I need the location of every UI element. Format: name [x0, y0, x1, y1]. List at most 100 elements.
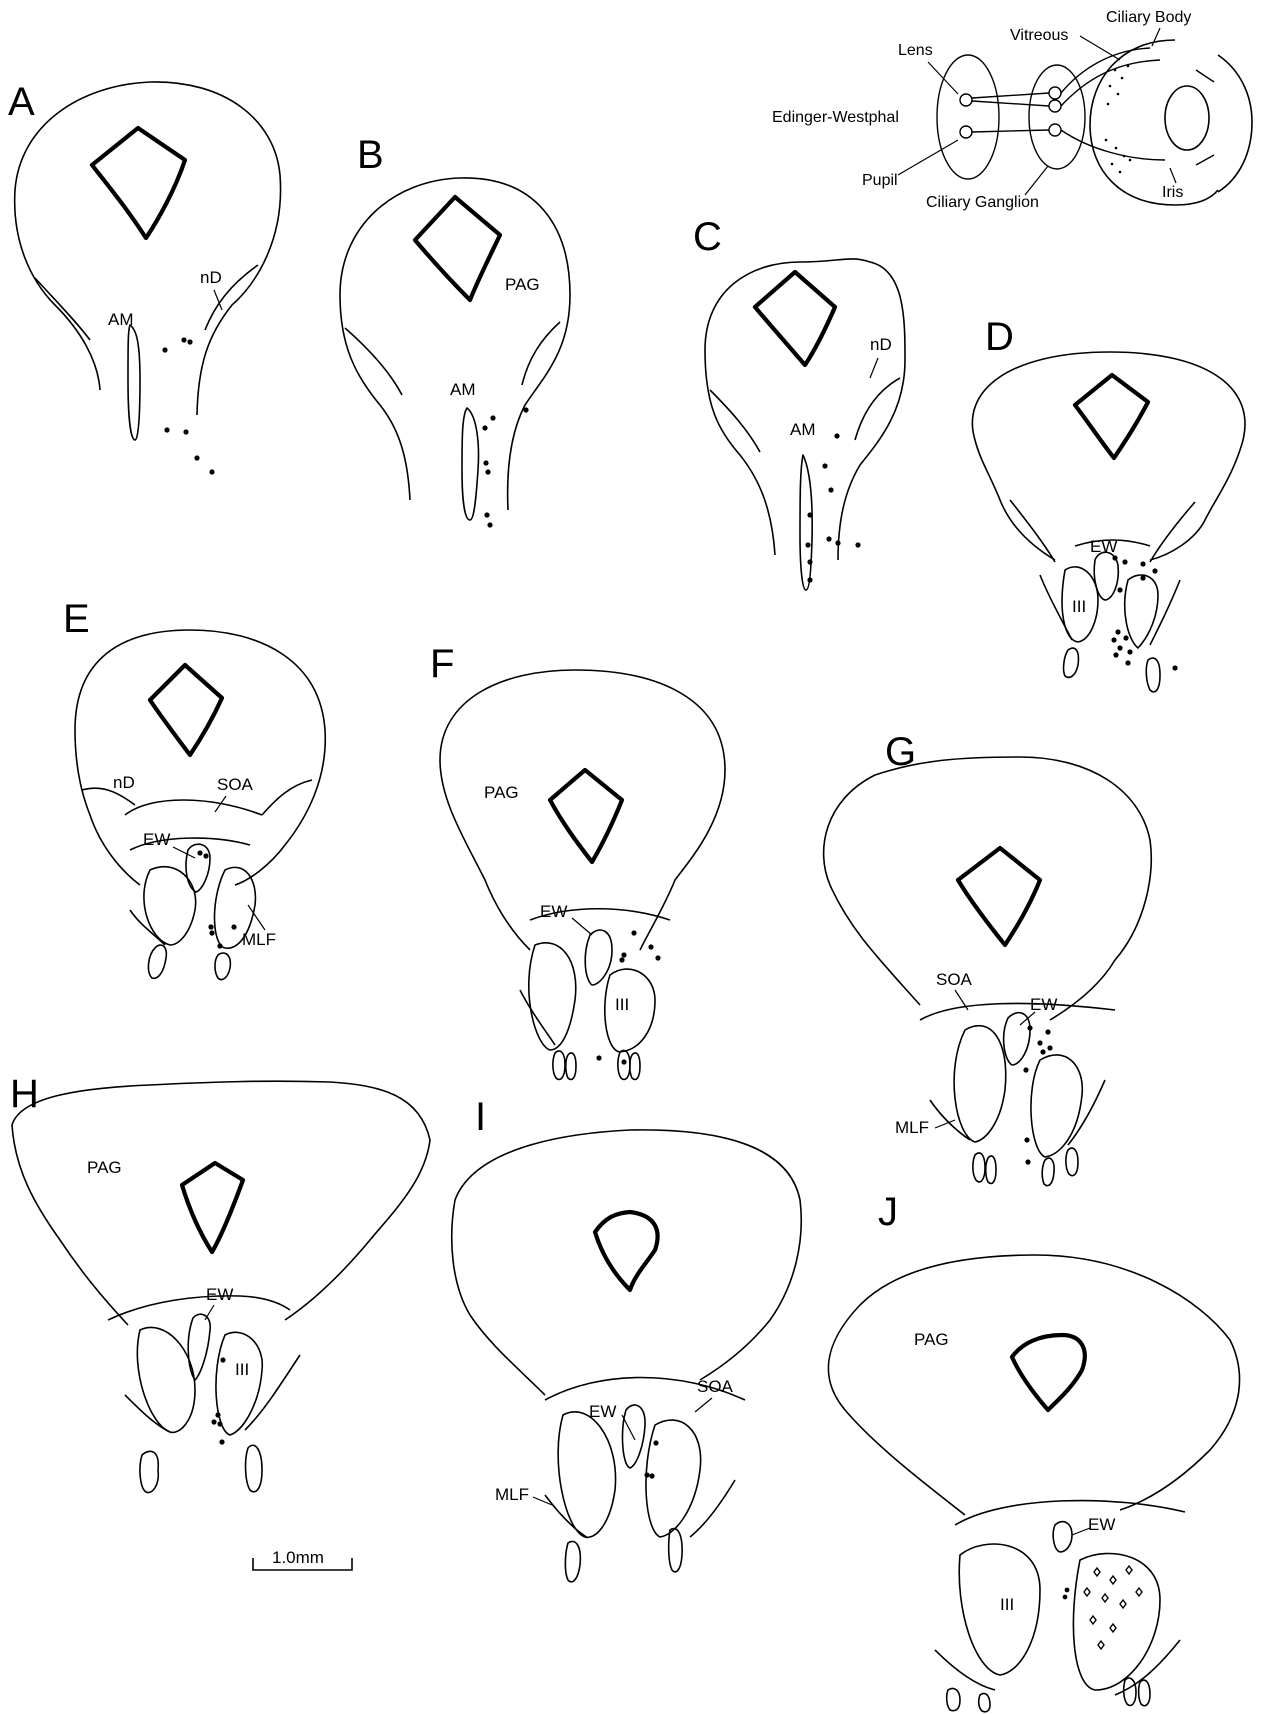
panel-c-nd-label: nD — [870, 335, 892, 354]
ganglion-node-3 — [1049, 124, 1061, 136]
ciliary-body-arrow — [1152, 28, 1160, 46]
panel-h-ew-arrow — [205, 1305, 214, 1320]
panel-g-outline — [824, 757, 1152, 1020]
eyeball-outline — [1090, 40, 1218, 205]
panel-c-aqueduct — [755, 272, 835, 365]
panel-j-outline — [828, 1255, 1239, 1515]
panel-a-nd-label: nD — [200, 268, 222, 287]
panel-e-labeled-cells — [197, 850, 236, 948]
panel-d-right-rootlet — [1146, 658, 1160, 692]
pupil-label: Pupil — [862, 172, 898, 189]
panel-e-right-rootlet — [215, 953, 230, 979]
panel-b-left-nd — [345, 328, 402, 395]
panel-a-letter: A — [8, 80, 35, 124]
panel-a: A AM nD — [8, 80, 281, 475]
panel-f-ew-label: EW — [540, 902, 567, 921]
cornea-outline — [1218, 55, 1252, 192]
panel-j-iii-label: III — [1000, 1595, 1014, 1614]
panel-i-soa-label: SOA — [697, 1377, 734, 1396]
panel-f-iii-label: III — [615, 995, 629, 1014]
panel-j-right-rootlet-1 — [1124, 1678, 1136, 1705]
panel-e-soa-boundary — [125, 800, 262, 815]
lens-arrow — [928, 62, 958, 94]
panel-a-left-nd — [35, 278, 90, 340]
panel-j-mlf-lines — [935, 1640, 1180, 1695]
panel-e-mlf-arrow — [248, 905, 265, 930]
panel-f-right-rootlet-1 — [618, 1051, 630, 1080]
panel-g-soa-boundary — [920, 1003, 1115, 1020]
panel-f-aqueduct — [550, 770, 622, 862]
panel-j-letter: J — [878, 1190, 898, 1234]
panel-d-letter: D — [985, 315, 1014, 359]
panel-g-right-rootlet-1 — [1042, 1158, 1054, 1186]
panel-i: I EW SOA MLF — [452, 1095, 802, 1582]
panel-e-outline — [75, 630, 325, 885]
panel-b-outline — [340, 178, 570, 510]
panel-e-left-rootlet — [148, 945, 166, 978]
panel-i-right-iii — [646, 1420, 701, 1537]
panel-c-outline — [705, 259, 905, 560]
panel-f-letter: F — [430, 642, 454, 686]
panel-g-left-rootlet-2 — [986, 1156, 996, 1184]
panel-b-am-nucleus — [462, 408, 479, 520]
panel-f-pag-label: PAG — [484, 783, 519, 802]
panel-j: J PAG EW III — [828, 1190, 1239, 1712]
panel-c-am-label: AM — [790, 420, 816, 439]
panel-f-outline — [440, 670, 725, 950]
panel-f: F PAG EW III — [430, 642, 725, 1080]
panel-j-right-iii — [1073, 1553, 1160, 1690]
panel-g-soa-label: SOA — [936, 970, 973, 989]
panel-b-letter: B — [357, 133, 384, 177]
panel-f-right-rootlet-2 — [630, 1053, 640, 1080]
panel-e: E nD SOA EW MLF — [63, 597, 325, 980]
panel-i-mlf-lines — [545, 1480, 735, 1538]
panel-g-mlf-label: MLF — [895, 1118, 929, 1137]
panel-e-soa-label: SOA — [217, 775, 254, 794]
panel-h: H PAG EW III — [10, 1072, 430, 1493]
panel-e-letter: E — [63, 597, 90, 641]
edinger-westphal-label: Edinger-Westphal — [772, 109, 899, 126]
panel-f-ew-nucleus — [585, 930, 612, 985]
pupil-arrow — [898, 140, 958, 175]
panel-j-pag-label: PAG — [914, 1330, 949, 1349]
panel-h-ew-label: EW — [206, 1285, 233, 1304]
panel-h-labeled-cells — [211, 1357, 225, 1444]
panel-j-ew-label: EW — [1088, 1515, 1115, 1534]
panel-a-aqueduct — [92, 128, 185, 238]
panel-c-labeled-cells — [805, 433, 860, 582]
panel-d-aqueduct — [1075, 375, 1148, 458]
lens-label: Lens — [898, 42, 933, 59]
panel-g-ew-label: EW — [1030, 995, 1057, 1014]
panel-h-iii-label: III — [235, 1360, 249, 1379]
panel-g: G SOA EW MLF — [824, 730, 1152, 1186]
scale-bar: 1.0mm — [253, 1548, 352, 1570]
panel-e-mlf-label: MLF — [242, 930, 276, 949]
panel-d-labeled-cells — [1111, 555, 1177, 670]
panel-d-left-rootlet — [1064, 648, 1079, 677]
panel-b: B AM PAG — [340, 133, 570, 528]
panel-c-am-nucleus — [800, 455, 812, 590]
ciliary-ganglion-arrow — [1025, 166, 1048, 195]
panel-e-aqueduct — [150, 665, 222, 755]
panel-f-left-mlf-line — [520, 990, 555, 1045]
panel-i-right-rootlet — [669, 1529, 682, 1572]
panel-f-left-rootlet-1 — [553, 1051, 565, 1080]
panel-h-aqueduct — [182, 1163, 243, 1252]
panel-h-left-iii — [137, 1327, 195, 1432]
panel-d-iii-label: III — [1072, 597, 1086, 616]
panel-d-outline — [972, 352, 1245, 560]
vitreous-arrow — [1080, 36, 1120, 60]
panel-b-aqueduct — [415, 197, 500, 300]
brainstem-oval — [937, 55, 999, 179]
panel-i-soa-arrow — [695, 1398, 712, 1412]
panel-j-left-rootlet-1 — [947, 1688, 960, 1710]
panel-i-left-iii — [558, 1412, 615, 1538]
panel-c: C AM nD — [693, 215, 905, 590]
panel-b-labeled-cells — [482, 407, 528, 527]
panel-j-open-diamonds — [1084, 1566, 1142, 1649]
ciliary-ganglion-oval — [1029, 65, 1085, 169]
panel-e-ew-arrow — [173, 847, 195, 858]
panel-e-ew-label: EW — [143, 830, 170, 849]
panel-h-left-rootlet — [140, 1451, 158, 1492]
